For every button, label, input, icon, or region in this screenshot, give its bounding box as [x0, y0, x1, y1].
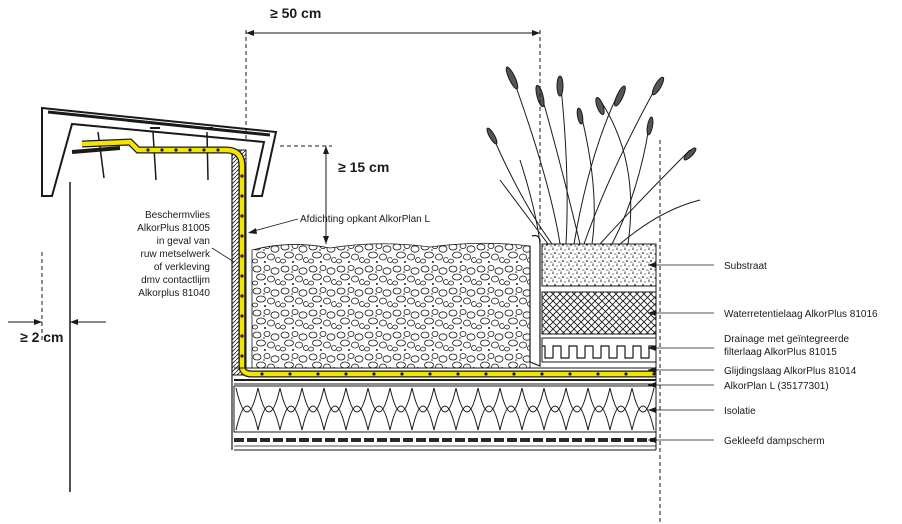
fastener-dot [174, 148, 178, 152]
membrane-alkorplan [81, 138, 656, 378]
dimension-height: ≥ 15 cm [280, 145, 389, 244]
fastener-dot [240, 354, 244, 358]
substrate-layer [541, 243, 657, 287]
membrane-fasteners [146, 148, 656, 376]
fastener-dot [596, 372, 600, 376]
svg-text:of verkleving: of verkleving [154, 262, 210, 273]
fastener-dot [568, 372, 572, 376]
gravel-texture [251, 242, 531, 369]
layer-label-drainage: Drainage met geïntegreerde filterlaag Al… [648, 334, 850, 358]
coping-cap [41, 106, 278, 197]
svg-text:AlkorPlan L (35177301): AlkorPlan L (35177301) [724, 381, 829, 392]
layer-label-insulation: Isolatie [648, 406, 756, 417]
fastener-dot [240, 274, 244, 278]
fastener-dot [240, 174, 244, 178]
fastener-dot [216, 148, 220, 152]
fastener-dot [540, 372, 544, 376]
fastener-dot [240, 314, 244, 318]
layer-label-alkorplan: AlkorPlan L (35177301) [648, 381, 829, 392]
layer-labels: Substraat Waterretentielaag AlkorPlus 81… [648, 140, 878, 524]
fastener-dot [512, 372, 516, 376]
fastener-dot [240, 214, 244, 218]
fastener-dot [240, 254, 244, 258]
svg-text:ruw metselwerk: ruw metselwerk [141, 249, 211, 260]
fastener-dot [288, 372, 292, 376]
layer-label-water-retention: Waterretentielaag AlkorPlus 81016 [648, 309, 878, 320]
fastener-dot [146, 148, 150, 152]
dimension-width: ≥ 50 cm [245, 5, 541, 230]
svg-text:dmv contactlijm: dmv contactlijm [141, 275, 210, 286]
dimension-height-label: ≥ 15 cm [338, 159, 389, 175]
roof-buildup [233, 234, 657, 451]
fastener-dot [344, 372, 348, 376]
layer-label-slip: Glijdingslaag AlkorPlus 81014 [648, 366, 857, 377]
svg-text:Isolatie: Isolatie [724, 406, 756, 417]
dimension-width-label: ≥ 50 cm [270, 5, 321, 21]
svg-text:Beschermvlies: Beschermvlies [145, 210, 210, 221]
fastener-dot [188, 148, 192, 152]
crosshatch-pattern [541, 291, 657, 335]
svg-text:Substraat: Substraat [724, 261, 767, 272]
svg-text:Glijdingslaag AlkorPlus 81014: Glijdingslaag AlkorPlus 81014 [724, 366, 857, 377]
fastener-dot [240, 194, 244, 198]
dimension-offset: ≥ 2 cm [8, 252, 106, 345]
grass-plant-icon [486, 66, 701, 245]
dimension-offset-label: ≥ 2 cm [20, 329, 63, 345]
fastener-dot [240, 334, 244, 338]
fastener-dot [624, 372, 628, 376]
fastener-dot [400, 372, 404, 376]
svg-text:Waterretentielaag AlkorPlus 81: Waterretentielaag AlkorPlus 81016 [724, 309, 878, 320]
fastener-dot [240, 234, 244, 238]
insulation-pattern [233, 385, 657, 433]
fastener-dot [260, 372, 264, 376]
fastener-dot [316, 372, 320, 376]
svg-text:Gekleefd dampscherm: Gekleefd dampscherm [724, 436, 825, 447]
layer-label-vapour-barrier: Gekleefd dampscherm [648, 436, 825, 447]
upstand-seal-label: Afdichting opkant AlkorPlan L [248, 214, 431, 234]
fastener-dot [202, 148, 206, 152]
svg-text:in geval van: in geval van [157, 236, 210, 247]
svg-text:Alkorplus 81040: Alkorplus 81040 [138, 288, 210, 299]
protective-fleece-note: Beschermvlies AlkorPlus 81005 in geval v… [137, 210, 235, 299]
fastener-dot [456, 372, 460, 376]
fastener-dot [160, 148, 164, 152]
fastener-dot [372, 372, 376, 376]
svg-text:AlkorPlus 81005: AlkorPlus 81005 [137, 223, 210, 234]
fastener-dot [484, 372, 488, 376]
drainage-layer [541, 337, 657, 363]
fastener-dot [428, 372, 432, 376]
svg-text:Afdichting opkant AlkorPlan L: Afdichting opkant AlkorPlan L [300, 214, 431, 225]
fastener-dot [652, 372, 656, 376]
layer-label-substrate: Substraat [648, 261, 767, 272]
svg-text:filterlaag AlkorPlus 81015: filterlaag AlkorPlus 81015 [724, 347, 837, 358]
fastener-dot [240, 294, 244, 298]
svg-text:Drainage met geïntegreerde: Drainage met geïntegreerde [724, 334, 850, 345]
parapet-wall [69, 149, 247, 492]
